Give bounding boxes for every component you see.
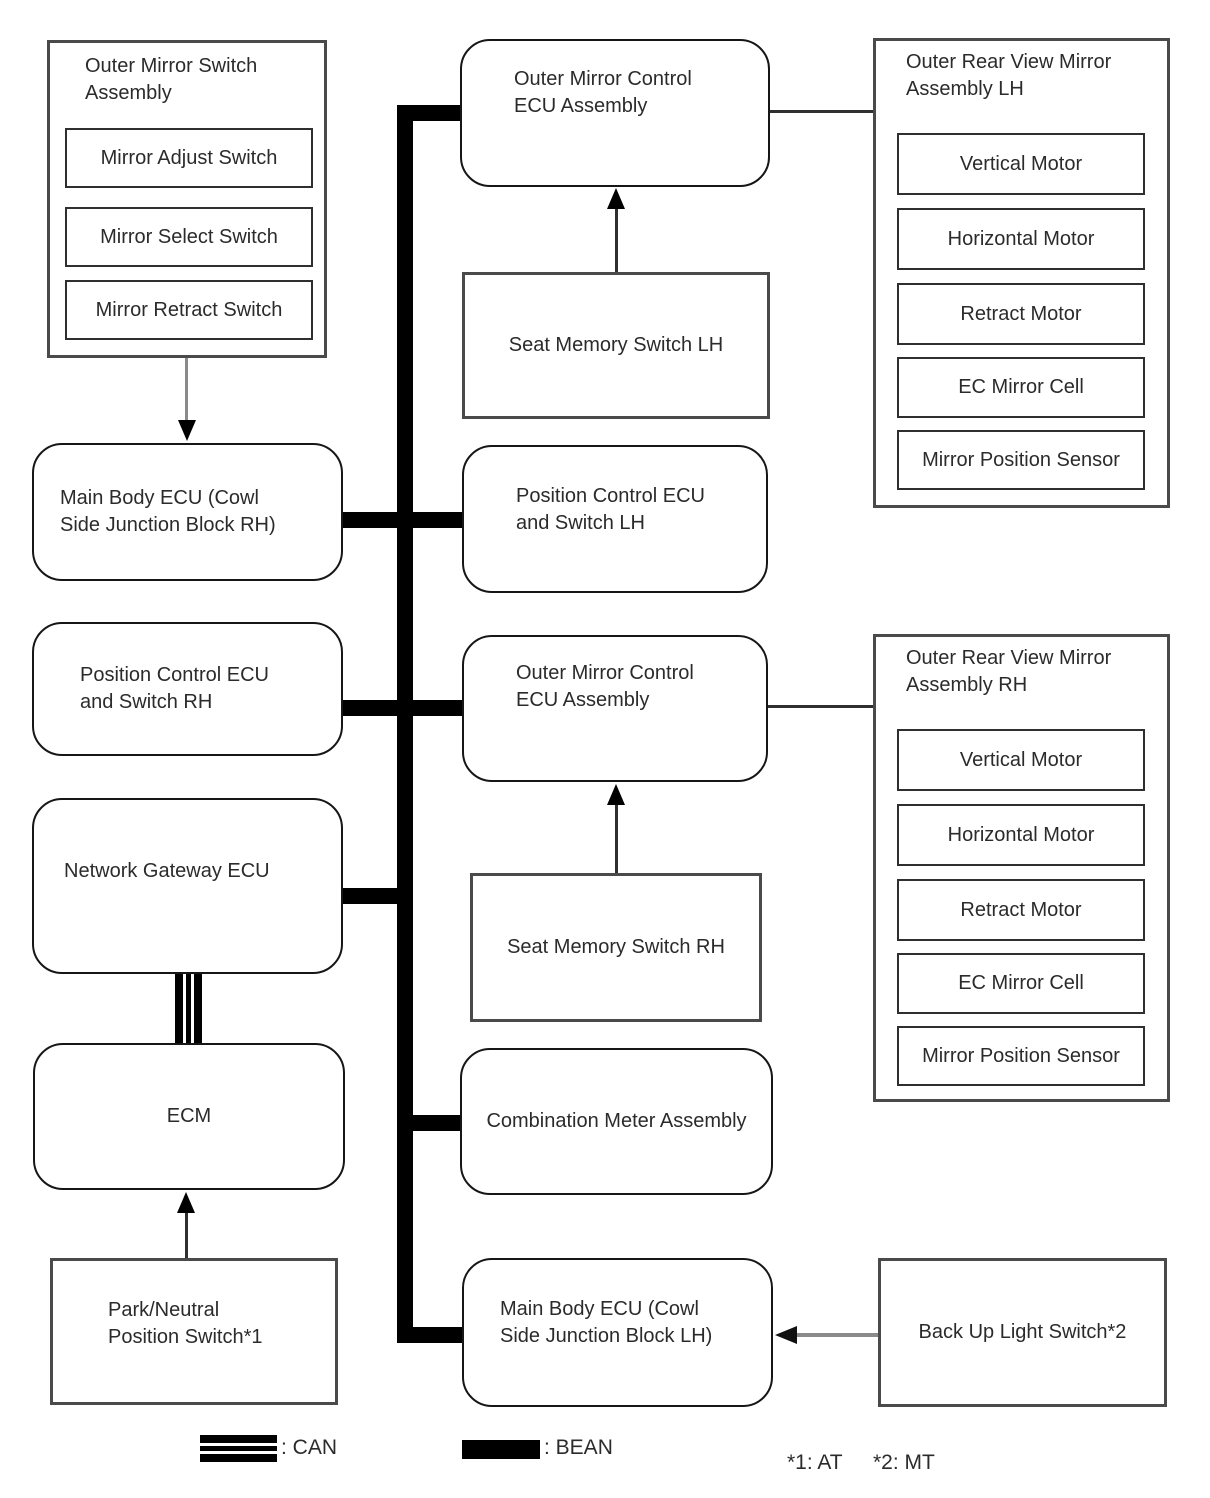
line-park-to-ecm — [185, 1211, 188, 1258]
bean-stub-network-gateway — [342, 888, 400, 904]
main-body-ecu-lh-box: Main Body ECU (Cowl Side Junction Block … — [462, 1258, 773, 1407]
arrowhead-down-mainbody-rh — [178, 420, 196, 441]
orvm-rh-vertical-motor-label: Vertical Motor — [959, 748, 1083, 771]
footnote-1: *1: AT — [787, 1451, 843, 1474]
orvm-rh-horizontal-motor-label: Horizontal Motor — [947, 823, 1095, 846]
park-neutral-switch-label: Park/Neutral Position Switch*1 — [108, 1298, 263, 1348]
line-omsa-to-mainbody-rh — [185, 358, 188, 424]
bean-stub-mainbody-lh — [397, 1327, 463, 1343]
position-control-lh-box: Position Control ECU and Switch LH — [462, 445, 768, 593]
line-omc2-to-orvm-rh — [768, 705, 873, 708]
mirror-select-switch-label: Mirror Select Switch — [100, 225, 278, 248]
arrowhead-left-mainbody-lh — [775, 1326, 797, 1344]
bean-stub-position-rh-outer-mirror-control-2 — [342, 700, 463, 716]
orvm-rh-retract-motor-label: Retract Motor — [960, 898, 1082, 921]
main-body-ecu-rh-box: Main Body ECU (Cowl Side Junction Block … — [32, 443, 343, 581]
orvm-rh-box: Outer Rear View Mirror Assembly RH — [873, 634, 1170, 1102]
bean-legend-swatch — [462, 1440, 540, 1459]
orvm-lh-mirror-position-sensor-label: Mirror Position Sensor — [922, 448, 1120, 471]
ecm-label: ECM — [166, 1105, 212, 1127]
can-legend-label: : CAN — [281, 1436, 338, 1459]
orvm-lh-box: Outer Rear View Mirror Assembly LH — [873, 38, 1170, 508]
orvm-lh-title: Outer Rear View Mirror Assembly LH — [906, 51, 1112, 100]
bean-stub-combination-meter — [410, 1115, 461, 1131]
backup-light-switch-label: Back Up Light Switch*2 — [918, 1321, 1127, 1343]
can-link-gateway-ecm — [175, 971, 202, 1045]
mirror-retract-switch-label: Mirror Retract Switch — [95, 298, 283, 321]
orvm-lh-horizontal-motor-box: Horizontal Motor — [897, 208, 1145, 270]
seat-memory-lh-box: Seat Memory Switch LH — [462, 272, 770, 419]
orvm-rh-mirror-position-sensor-box: Mirror Position Sensor — [897, 1026, 1145, 1086]
orvm-rh-vertical-motor-box: Vertical Motor — [897, 729, 1145, 791]
main-body-ecu-lh-label: Main Body ECU (Cowl Side Junction Block … — [500, 1297, 713, 1347]
line-backup-to-mainbody-lh — [796, 1333, 878, 1337]
orvm-lh-ec-mirror-cell-box: EC Mirror Cell — [897, 357, 1145, 418]
orvm-lh-retract-motor-label: Retract Motor — [960, 302, 1082, 325]
arrowhead-up-ecm — [177, 1192, 195, 1213]
seat-memory-lh-label: Seat Memory Switch LH — [508, 334, 724, 356]
bean-stub-outer-mirror-control-1 — [410, 105, 461, 121]
outer-mirror-control-2-box: Outer Mirror Control ECU Assembly — [462, 635, 768, 782]
main-body-ecu-rh-label: Main Body ECU (Cowl Side Junction Block … — [60, 487, 276, 536]
line-omc1-to-orvm-lh — [770, 110, 873, 113]
position-control-rh-label: Position Control ECU and Switch RH — [80, 664, 269, 713]
bean-bus-vertical — [397, 105, 413, 1343]
outer-mirror-switch-assembly-title: Outer Mirror Switch Assembly — [85, 55, 258, 104]
seat-memory-rh-label: Seat Memory Switch RH — [507, 936, 725, 958]
orvm-rh-mirror-position-sensor-label: Mirror Position Sensor — [922, 1044, 1120, 1067]
bean-legend-label: : BEAN — [544, 1436, 613, 1459]
mirror-retract-switch-box: Mirror Retract Switch — [65, 280, 313, 340]
orvm-lh-ec-mirror-cell-label: EC Mirror Cell — [958, 376, 1084, 398]
position-control-lh-label: Position Control ECU and Switch LH — [516, 485, 705, 534]
outer-mirror-control-1-box: Outer Mirror Control ECU Assembly — [460, 39, 770, 187]
orvm-lh-horizontal-motor-label: Horizontal Motor — [947, 227, 1095, 250]
orvm-rh-ec-mirror-cell-label: EC Mirror Cell — [958, 972, 1084, 994]
ecm-box: ECM — [33, 1043, 345, 1190]
network-gateway-ecu-box: Network Gateway ECU — [32, 798, 343, 974]
arrowhead-up-omc2 — [607, 784, 625, 805]
park-neutral-switch-box: Park/Neutral Position Switch*1 — [50, 1258, 338, 1405]
orvm-rh-retract-motor-box: Retract Motor — [897, 879, 1145, 941]
seat-memory-rh-box: Seat Memory Switch RH — [470, 873, 762, 1022]
position-control-rh-box: Position Control ECU and Switch RH — [32, 622, 343, 756]
combination-meter-box: Combination Meter Assembly — [460, 1048, 773, 1195]
line-seat-rh-to-omc2 — [615, 802, 618, 873]
orvm-lh-mirror-position-sensor-box: Mirror Position Sensor — [897, 430, 1145, 490]
line-seat-lh-to-omc1 — [615, 206, 618, 272]
orvm-lh-vertical-motor-label: Vertical Motor — [959, 152, 1083, 175]
backup-light-switch-box: Back Up Light Switch*2 — [878, 1258, 1167, 1407]
orvm-lh-retract-motor-box: Retract Motor — [897, 283, 1145, 345]
mirror-adjust-switch-label: Mirror Adjust Switch — [100, 146, 278, 169]
orvm-rh-ec-mirror-cell-box: EC Mirror Cell — [897, 953, 1145, 1014]
network-gateway-ecu-label: Network Gateway ECU — [64, 859, 270, 882]
footnote-2: *2: MT — [873, 1451, 935, 1474]
orvm-lh-vertical-motor-box: Vertical Motor — [897, 133, 1145, 195]
outer-mirror-control-2-label: Outer Mirror Control ECU Assembly — [516, 661, 694, 711]
bean-stub-mainbody-rh-position-lh — [342, 512, 463, 528]
arrowhead-up-omc1 — [607, 188, 625, 209]
orvm-rh-title: Outer Rear View Mirror Assembly RH — [906, 647, 1112, 696]
orvm-rh-horizontal-motor-box: Horizontal Motor — [897, 804, 1145, 866]
mirror-select-switch-box: Mirror Select Switch — [65, 207, 313, 267]
outer-mirror-control-1-label: Outer Mirror Control ECU Assembly — [514, 68, 692, 117]
combination-meter-label: Combination Meter Assembly — [486, 1110, 747, 1132]
mirror-adjust-switch-box: Mirror Adjust Switch — [65, 128, 313, 188]
can-legend-swatch — [200, 1435, 277, 1462]
